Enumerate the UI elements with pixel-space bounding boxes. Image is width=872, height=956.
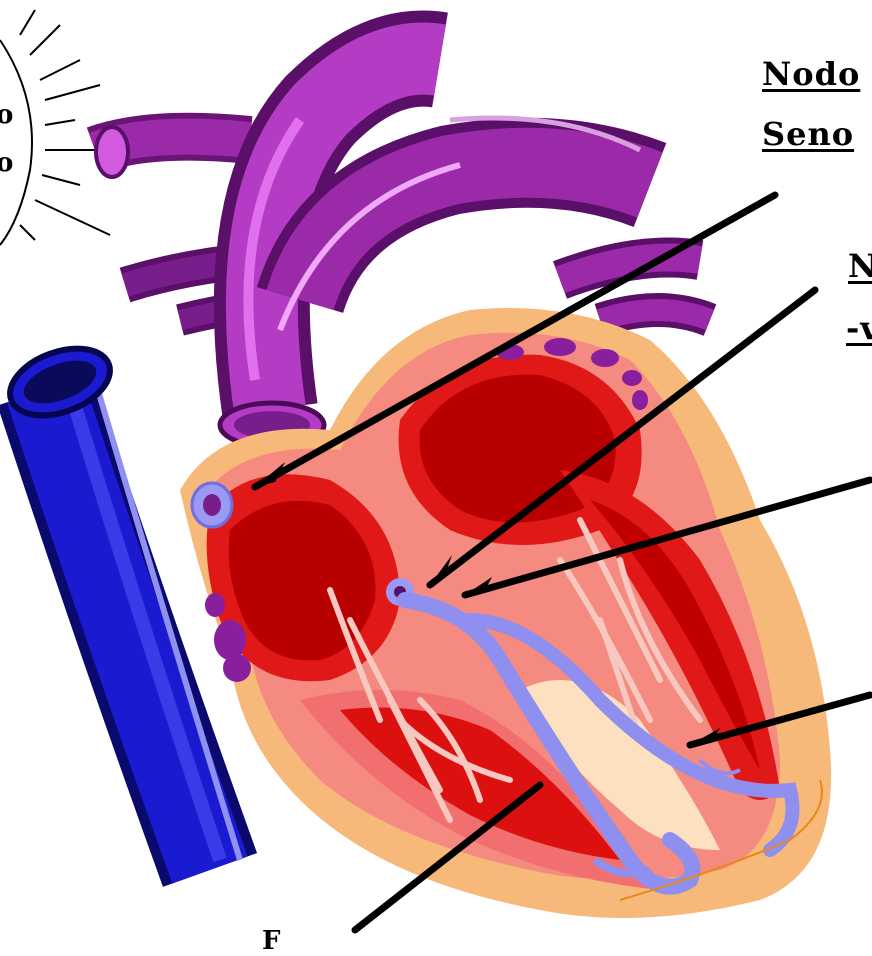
left-label-fragment-2: o <box>0 150 13 176</box>
right-label-fragment-1: N <box>848 250 872 282</box>
bottom-label-fragment: F <box>262 928 280 954</box>
vena-cava <box>1 336 240 870</box>
nodo-seno-label-line2: Seno <box>762 118 854 150</box>
right-label-fragment-2: -v <box>846 312 872 344</box>
left-label-fragment-1: o <box>0 102 13 128</box>
nodo-seno-label-line1: Nodo <box>762 58 860 90</box>
